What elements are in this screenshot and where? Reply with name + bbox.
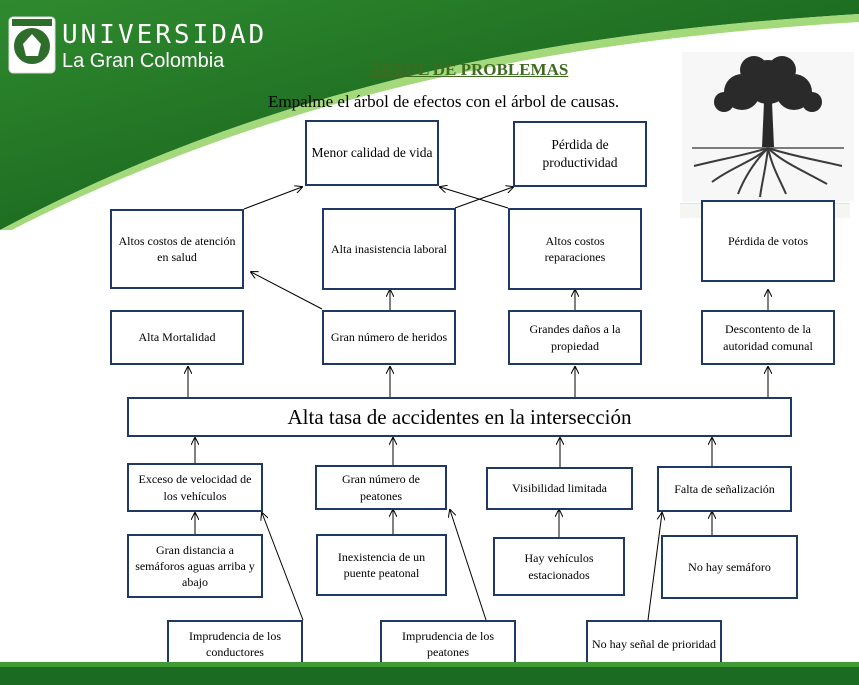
- footer-bar: [0, 667, 859, 685]
- footer-accent-bar: [0, 662, 859, 668]
- cause-inexistencia-puente: Inexistencia de un puente peatonal: [316, 534, 447, 596]
- university-logo: [8, 16, 56, 74]
- effect-descontento: Descontento de la autoridad comunal: [701, 310, 835, 365]
- cause-vehiculos-estacionados: Hay vehículos estacionados: [493, 537, 625, 596]
- effect-menor-calidad-vida: Menor calidad de vida: [305, 120, 439, 186]
- cause-exceso-velocidad: Exceso de velocidad de los vehículos: [127, 463, 263, 512]
- cause-gran-numero-peatones: Gran número de peatones: [315, 465, 447, 510]
- effect-altos-costos-salud: Altos costos de atención en salud: [110, 209, 244, 289]
- central-problem: Alta tasa de accidentes en la intersecci…: [127, 397, 792, 437]
- effect-perdida-productividad: Pérdida de productividad: [513, 121, 647, 187]
- university-name: UNIVERSIDAD: [62, 20, 268, 50]
- cause-gran-distancia: Gran distancia a semáforos aguas arriba …: [127, 534, 263, 598]
- slide-subtitle: Empalme el árbol de efectos con el árbol…: [268, 92, 620, 111]
- effect-gran-numero-heridos: Gran número de heridos: [322, 310, 456, 365]
- tree-illustration: [682, 52, 854, 202]
- effect-perdida-votos: Pérdida de votos: [701, 200, 835, 282]
- cause-no-senal-prioridad: No hay señal de prioridad: [586, 620, 722, 668]
- cause-no-semaforo: No hay semáforo: [661, 535, 798, 599]
- header-banner: [0, 0, 859, 230]
- effect-alta-mortalidad: Alta Mortalidad: [110, 310, 244, 365]
- effect-altos-costos-reparaciones: Altos costos reparaciones: [508, 208, 642, 290]
- slide-title: ÁRBOL DE PROBLEMAS: [369, 60, 569, 79]
- effect-grandes-danos: Grandes daños a la propiedad: [508, 310, 642, 365]
- cause-visibilidad-limitada: Visibilidad limitada: [486, 467, 633, 510]
- cause-imprudencia-peatones: Imprudencia de los peatones: [380, 620, 516, 668]
- cause-falta-senalizacion: Falta de señalización: [657, 466, 792, 512]
- effect-alta-inasistencia: Alta inasistencia laboral: [322, 208, 456, 290]
- cause-imprudencia-conductores: Imprudencia de los conductores: [167, 620, 303, 668]
- university-subname: La Gran Colombia: [62, 50, 225, 72]
